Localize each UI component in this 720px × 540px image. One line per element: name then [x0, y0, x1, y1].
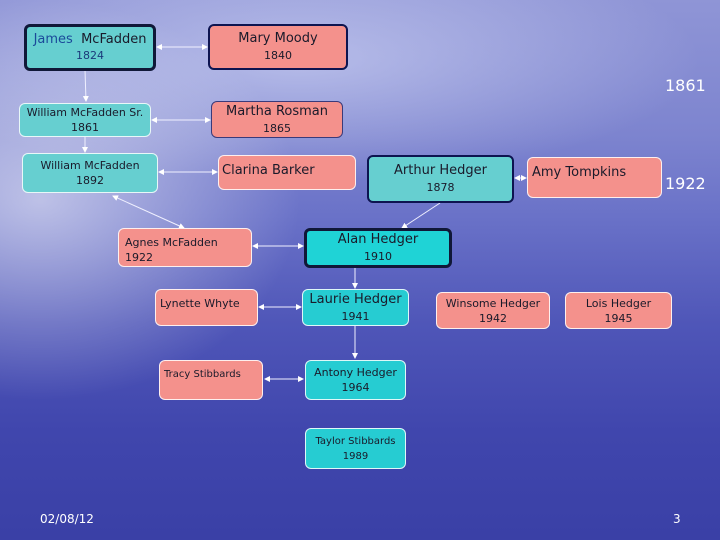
footer-date: 02/08/12 — [40, 512, 94, 526]
birth-year: 1942 — [479, 311, 507, 325]
connector — [82, 69, 89, 102]
name: Tracy Stibbards — [164, 369, 241, 380]
person-martha-rosman[interactable]: Martha Rosman 1865 — [211, 101, 343, 138]
birth-year: 1989 — [342, 450, 369, 462]
page-number: 3 — [673, 512, 681, 526]
birth-year: 1910 — [364, 250, 392, 263]
person-william-mcfadden-sr[interactable]: William McFadden Sr. 1861 — [19, 103, 151, 137]
person-taylor-stibbards[interactable]: Taylor Stibbards 1989 — [305, 428, 406, 469]
name: Winsome Hedger — [445, 296, 541, 310]
birth-year: 1941 — [341, 309, 370, 323]
first-name: James — [33, 31, 73, 47]
name: Alan Hedger — [337, 232, 419, 247]
connector — [112, 195, 185, 229]
person-james-mcfadden[interactable]: James McFadden 1824 — [24, 24, 156, 71]
name: Antony Hedger — [314, 366, 397, 379]
name: Amy Tompkins — [532, 165, 627, 180]
side-label-1861: 1861 — [665, 76, 706, 95]
name: Martha Rosman — [225, 103, 328, 119]
last-name: McFadden — [81, 31, 147, 47]
person-arthur-hedger[interactable]: Arthur Hedger 1878 — [367, 155, 514, 203]
person-lynette-whyte[interactable]: Lynette Whyte — [155, 289, 258, 326]
name: Lois Hedger — [585, 296, 652, 310]
birth-year: 1892 — [76, 174, 104, 187]
name: Lynette Whyte — [160, 297, 240, 310]
name: Clarina Barker — [222, 163, 315, 178]
side-label-1922: 1922 — [665, 174, 706, 193]
birth-year: 1824 — [76, 48, 104, 62]
name: Laurie Hedger — [309, 291, 402, 307]
person-antony-hedger[interactable]: Antony Hedger 1964 — [305, 360, 406, 400]
name: William McFadden — [40, 159, 140, 172]
person-laurie-hedger[interactable]: Laurie Hedger 1941 — [302, 289, 409, 326]
person-amy-tompkins[interactable]: Amy Tompkins — [527, 157, 662, 198]
person-agnes-mcfadden[interactable]: Agnes McFadden 1922 — [118, 228, 252, 267]
birth-year: 1964 — [341, 381, 370, 394]
person-tracy-stibbards[interactable]: Tracy Stibbards — [159, 360, 263, 400]
connector — [401, 202, 441, 229]
person-william-mcfadden[interactable]: William McFadden 1892 — [22, 153, 158, 193]
name: Taylor Stibbards — [315, 435, 396, 447]
name: Arthur Hedger — [394, 163, 487, 178]
birth-year: 1861 — [71, 121, 99, 134]
birth-year: 1865 — [263, 121, 291, 135]
birth-year: 1878 — [426, 181, 455, 194]
person-clarina-barker[interactable]: Clarina Barker — [218, 155, 356, 190]
person-mary-moody[interactable]: Mary Moody 1840 — [208, 24, 348, 70]
birth-year: 1840 — [264, 49, 292, 62]
name: Agnes McFadden 1922 — [125, 236, 218, 264]
name: William McFadden Sr. — [26, 106, 144, 119]
name: Mary Moody — [238, 31, 318, 46]
birth-year: 1945 — [604, 311, 633, 325]
person-alan-hedger[interactable]: Alan Hedger 1910 — [304, 228, 452, 268]
